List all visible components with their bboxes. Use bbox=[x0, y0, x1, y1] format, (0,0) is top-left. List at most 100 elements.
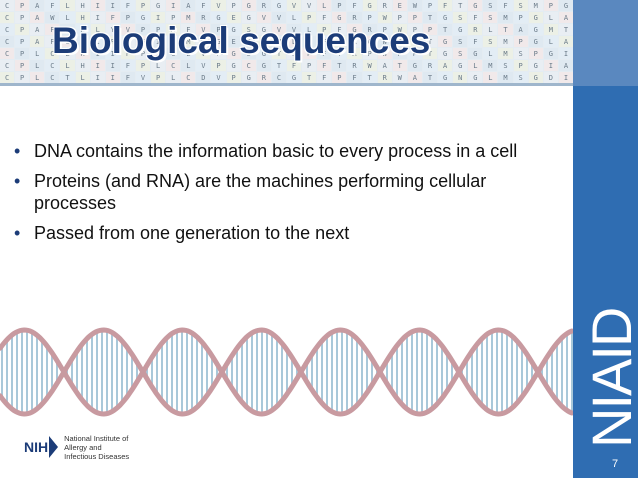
sequence-letter: R bbox=[422, 60, 438, 71]
sequence-letter: R bbox=[196, 12, 211, 23]
sequence-letter: L bbox=[468, 60, 483, 71]
sequence-letter: L bbox=[30, 72, 45, 83]
sequence-letter: A bbox=[30, 36, 45, 47]
sequence-letter: I bbox=[166, 0, 181, 11]
sequence-letter: I bbox=[90, 60, 105, 71]
sequence-letter: G bbox=[241, 0, 256, 11]
sequence-letter: T bbox=[332, 60, 347, 71]
sequence-letter: V bbox=[211, 72, 226, 83]
sequence-letter: R bbox=[347, 60, 362, 71]
sequence-letter: F bbox=[120, 0, 135, 11]
sequence-letter: G bbox=[407, 60, 422, 71]
sequence-letter: G bbox=[558, 0, 573, 11]
sequence-letter: P bbox=[211, 24, 226, 35]
bullet-text: Proteins (and RNA) are the machines perf… bbox=[34, 171, 487, 213]
bullet-list: • DNA contains the information basic to … bbox=[12, 140, 570, 252]
sequence-letter: D bbox=[196, 72, 211, 83]
sequence-letter: V bbox=[196, 60, 211, 71]
sequence-letter: W bbox=[377, 48, 392, 59]
dna-backbone bbox=[0, 327, 573, 417]
sequence-letter: R bbox=[347, 36, 362, 47]
sequence-letter: H bbox=[75, 12, 90, 23]
sequence-letter: P bbox=[317, 24, 332, 35]
sequence-letter: G bbox=[135, 12, 151, 23]
sequence-letter: C bbox=[45, 48, 60, 59]
dna-backbone bbox=[0, 327, 573, 417]
sequence-letter: P bbox=[120, 36, 135, 47]
sequence-letter: V bbox=[256, 36, 271, 47]
sequence-letter: G bbox=[241, 72, 256, 83]
sequence-letter: I bbox=[105, 72, 120, 83]
sequence-letter: P bbox=[135, 24, 151, 35]
sequence-letter: P bbox=[407, 36, 422, 47]
sequence-letter: E bbox=[226, 12, 241, 23]
sequence-letter: F bbox=[105, 36, 120, 47]
sequence-letter: V bbox=[286, 0, 302, 11]
sequence-letter: A bbox=[166, 24, 181, 35]
sequence-letter: F bbox=[347, 72, 362, 83]
bullet-dot-icon: • bbox=[14, 223, 21, 243]
sequence-letter: G bbox=[226, 48, 241, 59]
sequence-letter: S bbox=[453, 12, 468, 23]
sequence-letter: D bbox=[543, 72, 558, 83]
sequence-letter: A bbox=[558, 60, 573, 71]
sequence-letter: L bbox=[286, 36, 302, 47]
sequence-letter: G bbox=[438, 12, 453, 23]
sequence-letter: G bbox=[528, 24, 543, 35]
sequence-letter: S bbox=[498, 60, 513, 71]
bullet-item: • Proteins (and RNA) are the machines pe… bbox=[12, 170, 570, 214]
sequence-letter: L bbox=[60, 24, 75, 35]
sequence-letter: G bbox=[528, 60, 543, 71]
sequence-letter: G bbox=[453, 60, 468, 71]
sequence-letter: P bbox=[135, 60, 151, 71]
sequence-letter: P bbox=[15, 0, 30, 11]
side-panel bbox=[573, 0, 638, 478]
nih-institute-name: National Institute of Allergy and Infect… bbox=[64, 434, 154, 461]
sequence-letter: P bbox=[211, 48, 226, 59]
sequence-letter: F bbox=[45, 36, 60, 47]
niaid-label: NIAID bbox=[580, 308, 638, 448]
bullet-text: Passed from one generation to the next bbox=[34, 223, 350, 243]
sequence-letter: T bbox=[498, 24, 513, 35]
sequence-letter: G bbox=[226, 60, 241, 71]
sequence-letter: E bbox=[226, 36, 241, 47]
sequence-letter: L bbox=[60, 48, 75, 59]
sequence-letter: T bbox=[271, 60, 286, 71]
sequence-letter: V bbox=[196, 24, 211, 35]
sequence-letter: W bbox=[392, 72, 407, 83]
sequence-letter: R bbox=[362, 24, 377, 35]
sequence-letter: C bbox=[271, 72, 286, 83]
sequence-letter: A bbox=[377, 60, 392, 71]
sequence-letter: T bbox=[453, 0, 468, 11]
sequence-letter: G bbox=[438, 72, 453, 83]
sequence-letter: T bbox=[392, 60, 407, 71]
sequence-letter: P bbox=[151, 72, 166, 83]
sequence-letter: P bbox=[135, 48, 151, 59]
sequence-letter: V bbox=[286, 24, 302, 35]
sequence-letter: M bbox=[498, 48, 513, 59]
sequence-letter: S bbox=[453, 48, 468, 59]
sequence-letter: P bbox=[166, 12, 181, 23]
sequence-letter: P bbox=[135, 0, 151, 11]
sequence-letter: F bbox=[317, 72, 332, 83]
sequence-letter: L bbox=[543, 36, 558, 47]
sequence-letter: L bbox=[90, 24, 105, 35]
sequence-letter: S bbox=[453, 36, 468, 47]
slide-title: Biological sequences bbox=[52, 20, 431, 61]
sequence-letter: P bbox=[120, 12, 135, 23]
sequence-letter: A bbox=[558, 12, 573, 23]
sequence-letter: C bbox=[0, 60, 15, 71]
sequence-letter: F bbox=[317, 60, 332, 71]
sequence-letter: R bbox=[468, 24, 483, 35]
sequence-letter: P bbox=[392, 48, 407, 59]
nih-name-line: Infectious Diseases bbox=[64, 451, 130, 461]
sequence-letter: F bbox=[332, 24, 347, 35]
sequence-letter: V bbox=[196, 48, 211, 59]
sequence-letter: I bbox=[151, 36, 166, 47]
sequence-letter: T bbox=[362, 72, 377, 83]
sequence-letter: F bbox=[45, 0, 60, 11]
sequence-letter: P bbox=[513, 36, 528, 47]
sequence-letter: F bbox=[498, 0, 513, 11]
sequence-letter: F bbox=[286, 60, 302, 71]
